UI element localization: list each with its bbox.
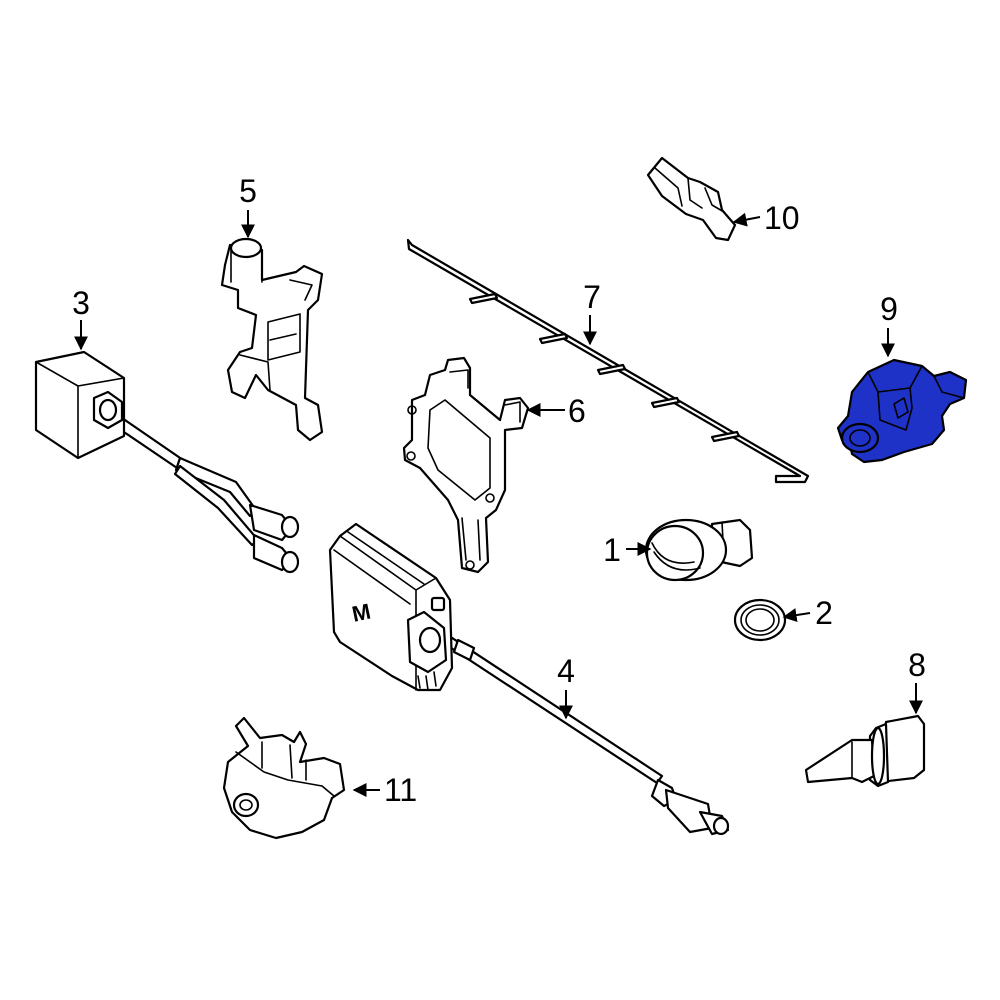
callout-5: 5: [239, 173, 257, 209]
callout-8: 8: [908, 647, 926, 683]
part-11-housing[interactable]: [222, 716, 346, 840]
part-7-harness[interactable]: [406, 238, 810, 484]
callout-6: 6: [568, 393, 586, 429]
part-9-sensor[interactable]: [836, 358, 968, 464]
leader-2: [782, 608, 811, 623]
callout-1: 1: [603, 532, 621, 568]
part-4-module[interactable]: M: [328, 522, 730, 836]
callout-2: 2: [815, 595, 833, 631]
part-8-cap[interactable]: [804, 714, 926, 788]
part-6-plate[interactable]: [402, 356, 530, 574]
callout-9: 9: [880, 291, 898, 327]
callout-7: 7: [583, 279, 601, 315]
leader-10: [732, 212, 761, 227]
callout-10: 10: [764, 200, 800, 236]
callout-4: 4: [557, 653, 575, 689]
callout-3: 3: [72, 285, 90, 321]
callout-leaders: [74, 210, 923, 797]
part-3-module[interactable]: [34, 350, 300, 574]
part-5-bracket[interactable]: [220, 237, 324, 442]
callout-11: 11: [384, 772, 417, 808]
part-2-ring[interactable]: [733, 598, 787, 642]
callout-numbers: 5 3 7 6 10 9 1 2 4 8 11: [72, 173, 926, 808]
module-logo-text: M: [350, 599, 373, 627]
part-1-sensor[interactable]: [644, 518, 754, 582]
part-10-clip[interactable]: [646, 156, 737, 242]
